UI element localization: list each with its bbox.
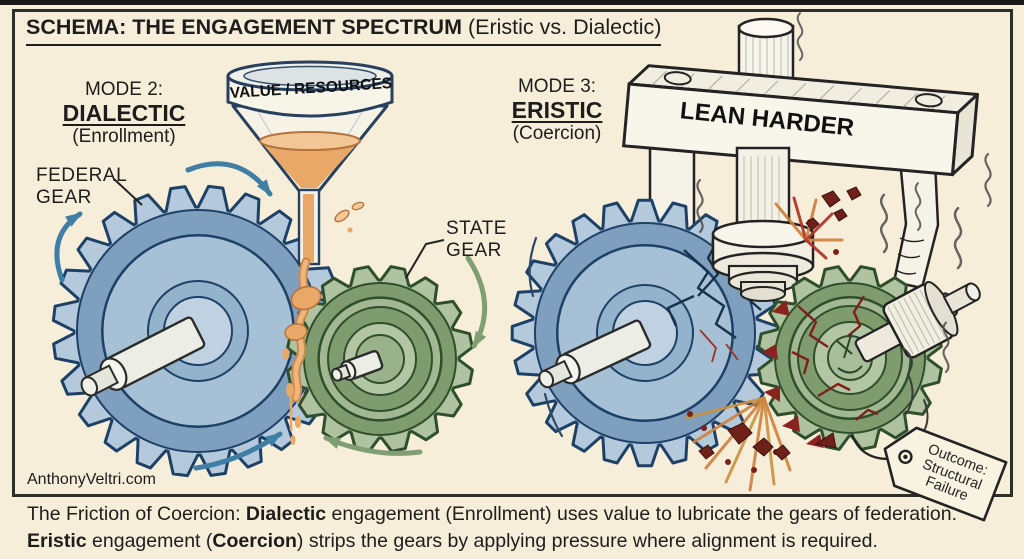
lubricant-stream xyxy=(282,201,365,445)
state-gear-label: STATE GEAR xyxy=(446,218,507,262)
press-ram xyxy=(711,146,815,302)
caption: The Friction of Coercion: Dialectic enga… xyxy=(27,501,1007,555)
mode3-sub: (Coercion) xyxy=(512,123,602,144)
federal-gear-label-line2: GEAR xyxy=(36,187,92,208)
eristic-federal-gear xyxy=(510,198,780,468)
page-title: SCHEMA: THE ENGAGEMENT SPECTRUM (Eristic… xyxy=(26,15,662,46)
mode3-label: MODE 3: xyxy=(517,76,597,97)
mode2-block: MODE 2: DIALECTIC (Enrollment) xyxy=(33,79,215,148)
federal-gear-label: FEDERAL GEAR xyxy=(36,165,127,209)
value-funnel xyxy=(226,60,394,266)
state-gear-label-line2: GEAR xyxy=(446,240,502,261)
caption-line1-bold: Dialectic xyxy=(245,503,327,525)
state-gear xyxy=(286,265,474,453)
outcome-tag xyxy=(850,426,1008,522)
caption-line2-mid: engagement ( xyxy=(86,530,213,552)
caption-line1-rest: engagement (Enrollment) uses value to lu… xyxy=(326,503,958,525)
mode2-name: DIALECTIC xyxy=(62,100,186,126)
title-main: SCHEMA: THE ENGAGEMENT SPECTRUM xyxy=(26,15,462,39)
state-gear-label-line1: STATE xyxy=(446,218,507,239)
federal-rotation-arrows xyxy=(54,161,283,471)
caption-line2: Eristic engagement (Coercion) strips the… xyxy=(27,528,1007,555)
mode2-label: MODE 2: xyxy=(84,79,164,100)
label-pointer-lines xyxy=(113,178,445,279)
state-rotation-arrows xyxy=(323,255,488,456)
title-paren: (Eristic vs. Dialectic) xyxy=(461,15,662,39)
sparks-debris-smoke xyxy=(528,12,992,492)
federal-gear xyxy=(51,184,345,478)
federal-gear-label-line1: FEDERAL xyxy=(36,165,128,186)
watermark: AnthonyVeltri.com xyxy=(27,471,156,488)
mode2-sub: (Enrollment) xyxy=(72,126,176,147)
caption-line2-bold2: Coercion xyxy=(212,530,297,552)
eristic-state-gear xyxy=(757,265,981,451)
caption-line1: The Friction of Coercion: Dialectic enga… xyxy=(27,501,1007,528)
top-edge-bar xyxy=(0,0,1024,5)
caption-line2-bold1: Eristic xyxy=(27,530,87,552)
mode3-block: MODE 3: ERISTIC (Coercion) xyxy=(466,76,648,145)
caption-line2-rest: ) strips the gears by applying pressure … xyxy=(296,530,878,552)
mode3-name: ERISTIC xyxy=(511,97,603,123)
caption-line1-prefix: The Friction of Coercion: xyxy=(27,503,246,525)
diagram-frame xyxy=(12,9,1013,497)
